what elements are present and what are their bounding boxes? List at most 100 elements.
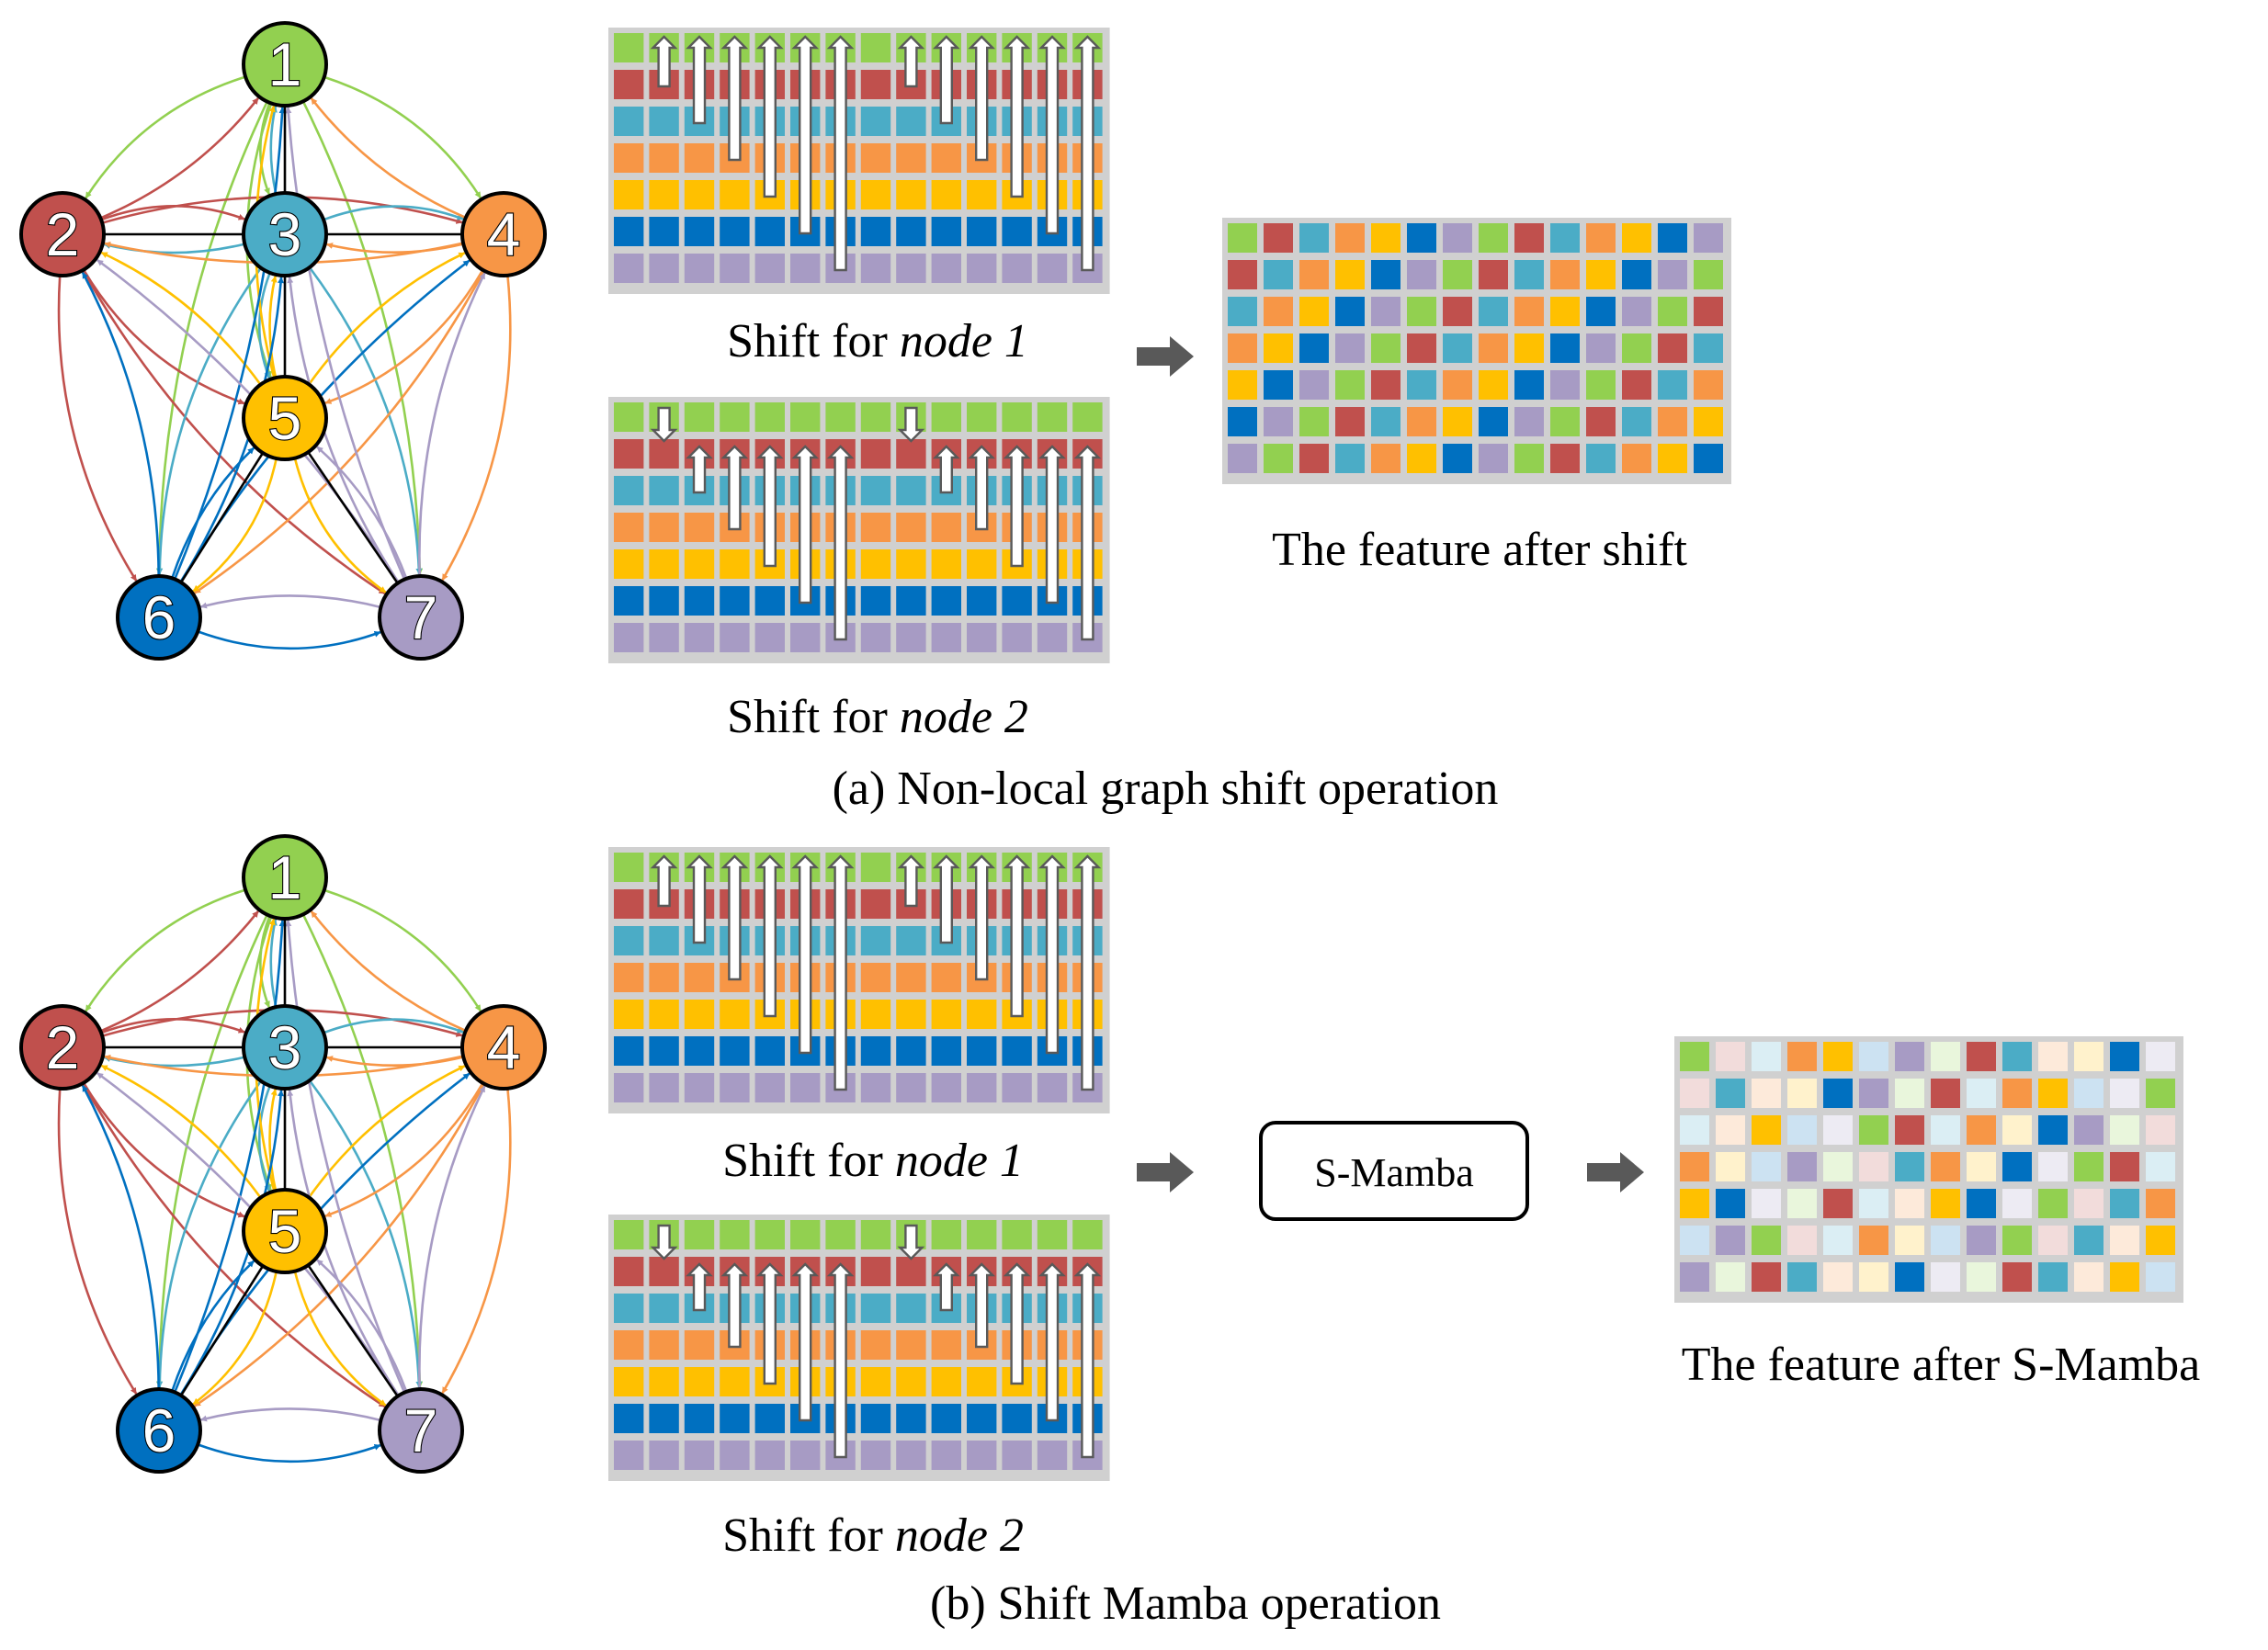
node-label: 3 <box>268 1013 302 1081</box>
grid-cell <box>860 107 891 136</box>
result-cell <box>1787 1226 1817 1255</box>
shift-arrow-up <box>1003 35 1031 198</box>
result-cell <box>1586 260 1616 289</box>
block-arrow <box>1587 1152 1644 1192</box>
grid-cell <box>720 254 750 283</box>
grid-cell <box>896 586 926 616</box>
shift-grid-node1-a <box>608 28 1110 294</box>
node-label: 6 <box>142 1396 176 1464</box>
grid-cell <box>1072 1220 1103 1249</box>
grid-cell <box>684 1036 715 1066</box>
feature-after-shift-label: The feature after shift <box>1272 524 1687 576</box>
graph-edge <box>57 275 138 582</box>
graph-edge <box>85 888 246 1012</box>
result-cell <box>1407 223 1436 253</box>
result-cell <box>1931 1152 1960 1181</box>
grid-cell <box>896 1257 926 1286</box>
result-cell <box>1716 1226 1745 1255</box>
node-circle <box>460 1004 547 1091</box>
graph-node-4: 4 <box>460 191 547 277</box>
grid-cell <box>896 143 926 173</box>
result-cell <box>1931 1115 1960 1145</box>
grid-cell <box>860 1073 891 1102</box>
result-cell <box>2038 1079 2068 1108</box>
result-cell <box>1694 297 1723 326</box>
grid-cell <box>931 1220 961 1249</box>
shift-arrow-up <box>755 1262 784 1385</box>
shift-arrow-down <box>650 1224 678 1260</box>
node-label: 1 <box>268 843 302 911</box>
shift-arrow-up <box>1038 1262 1066 1422</box>
result-cell <box>1335 297 1365 326</box>
result-cell <box>1716 1042 1745 1071</box>
grid-cell <box>754 254 785 283</box>
shift-arrow-up <box>720 445 749 531</box>
node-label: 7 <box>404 583 438 651</box>
grid-cell <box>614 586 644 616</box>
result-cell <box>1264 297 1293 326</box>
grid-cell <box>614 1257 644 1286</box>
node-circle <box>378 574 464 661</box>
shift-arrow-up <box>791 35 820 235</box>
result-cell <box>2002 1262 2032 1292</box>
shift-label-node1-b: Shift for node 1 <box>722 1135 1024 1187</box>
grid-cell <box>684 402 715 432</box>
result-cell <box>2002 1115 2032 1145</box>
graph-edge <box>156 266 262 575</box>
graph-node-7: 7 <box>378 574 464 661</box>
graph-edge <box>323 75 482 198</box>
node-label: 5 <box>268 384 302 452</box>
result-cell <box>1264 333 1293 363</box>
grid-cell <box>860 1330 891 1360</box>
result-cell <box>1658 370 1687 400</box>
graph-node-4: 4 <box>460 1004 547 1091</box>
result-cell <box>1680 1226 1709 1255</box>
node-label: 5 <box>268 1197 302 1265</box>
result-cell <box>1299 370 1329 400</box>
result-cell <box>2110 1079 2139 1108</box>
result-cell <box>2110 1042 2139 1071</box>
result-cell <box>1931 1079 1960 1108</box>
result-cell <box>1550 370 1580 400</box>
graph-edge <box>85 75 246 199</box>
result-cell <box>1479 297 1508 326</box>
graph-node-5: 5 <box>242 1188 328 1274</box>
graph-edge <box>287 277 400 583</box>
grid-cell <box>684 1441 715 1470</box>
result-cell <box>2110 1189 2139 1218</box>
result-cell <box>1823 1079 1853 1108</box>
result-cell <box>1335 370 1365 400</box>
arrow-to-feature-after-smamba <box>1587 1152 1644 1192</box>
grid-cell <box>720 1073 750 1102</box>
result-cell <box>2038 1262 2068 1292</box>
grid-cell <box>754 1220 785 1249</box>
grid-cell <box>614 1000 644 1029</box>
result-cell <box>1680 1042 1709 1071</box>
result-cell <box>1586 223 1616 253</box>
result-cell <box>1967 1042 1996 1071</box>
grid-cell <box>754 1073 785 1102</box>
grid-cell <box>720 1404 750 1433</box>
shift-arrow-up <box>791 1262 820 1422</box>
grid-cell <box>684 549 715 579</box>
result-cell <box>2002 1079 2032 1108</box>
grid-cell <box>614 143 644 173</box>
graph-edge <box>99 97 259 220</box>
node-circle <box>116 1387 202 1474</box>
grid-cell <box>931 180 961 209</box>
grid-cell <box>614 402 644 432</box>
grid-cell <box>720 1036 750 1066</box>
result-cell <box>1716 1262 1745 1292</box>
result-cell <box>1622 223 1651 253</box>
result-cell <box>1443 297 1472 326</box>
grid-cell <box>614 217 644 246</box>
grid-cell <box>1002 623 1032 652</box>
result-cell <box>1479 333 1508 363</box>
grid-cell <box>790 1441 821 1470</box>
result-cell <box>1823 1152 1853 1181</box>
result-cell <box>2038 1189 2068 1218</box>
grid-cell <box>931 513 961 542</box>
graph-edge <box>81 1084 160 1390</box>
